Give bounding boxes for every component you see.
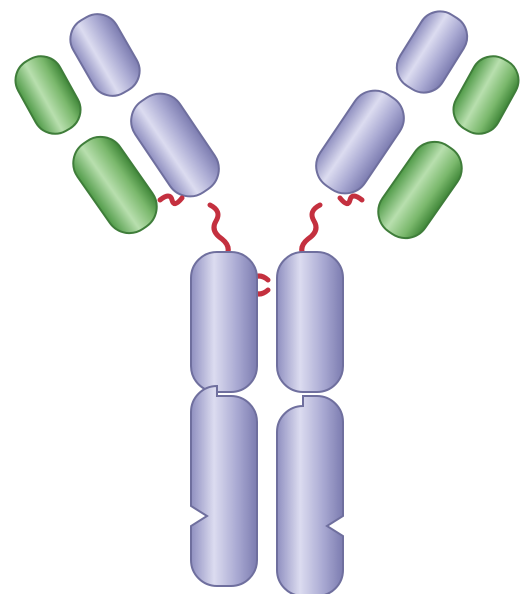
right-heavy-chain-ch3-domain <box>277 396 343 594</box>
right-hinge-linker <box>302 205 320 257</box>
left-heavy-chain-ch2-domain <box>191 252 257 392</box>
left-hinge-linker <box>210 205 228 257</box>
right-heavy-chain-ch2-domain <box>277 252 343 392</box>
right-light-chain-variable-domain <box>446 48 521 141</box>
right-light-heavy-disulfide-bond <box>340 196 362 204</box>
left-heavy-chain-variable-domain <box>62 6 147 104</box>
left-heavy-chain-fc <box>191 252 257 586</box>
left-heavy-chain-ch3-domain <box>191 386 257 586</box>
left-light-chain-variable-domain <box>8 48 89 141</box>
left-light-heavy-disulfide-bond <box>160 196 182 204</box>
right-heavy-chain-fc <box>277 252 343 594</box>
